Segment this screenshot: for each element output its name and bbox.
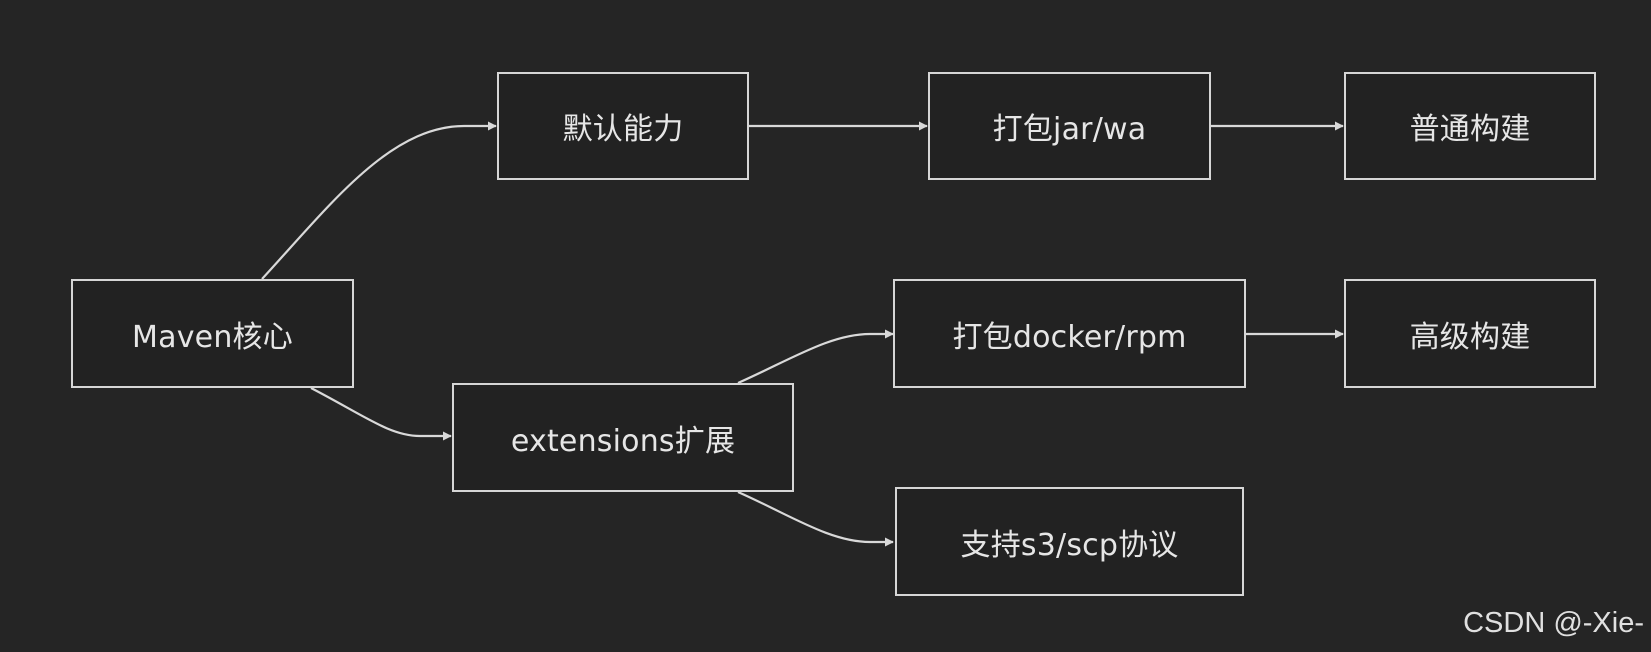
node-default-capability: 默认能力 bbox=[497, 72, 749, 180]
node-label: 打包jar/wa bbox=[992, 112, 1147, 147]
node-label: 默认能力 bbox=[562, 112, 684, 147]
node-label: 支持s3/scp协议 bbox=[960, 527, 1179, 563]
node-s3-scp-protocol: 支持s3/scp协议 bbox=[895, 487, 1244, 596]
csdn-watermark: CSDN @-Xie- bbox=[1463, 607, 1644, 639]
node-label: 普通构建 bbox=[1409, 112, 1531, 147]
edge-core-to-default bbox=[261, 121, 497, 280]
node-package-jar-war: 打包jar/wa bbox=[928, 72, 1211, 180]
node-normal-build: 普通构建 bbox=[1344, 72, 1596, 180]
edge-core-to-extensions bbox=[310, 387, 452, 441]
edge-extensions-to-docker bbox=[737, 329, 894, 385]
node-extensions: extensions扩展 bbox=[452, 383, 794, 492]
node-label: extensions扩展 bbox=[510, 423, 736, 459]
node-package-docker-rpm: 打包docker/rpm bbox=[893, 279, 1246, 388]
node-label: 高级构建 bbox=[1409, 319, 1531, 355]
node-advanced-build: 高级构建 bbox=[1344, 279, 1596, 388]
node-maven-core: Maven核心 bbox=[71, 279, 354, 388]
edge-extensions-to-s3 bbox=[737, 490, 894, 547]
node-label: 打包docker/rpm bbox=[952, 319, 1187, 355]
node-label: Maven核心 bbox=[132, 319, 293, 355]
